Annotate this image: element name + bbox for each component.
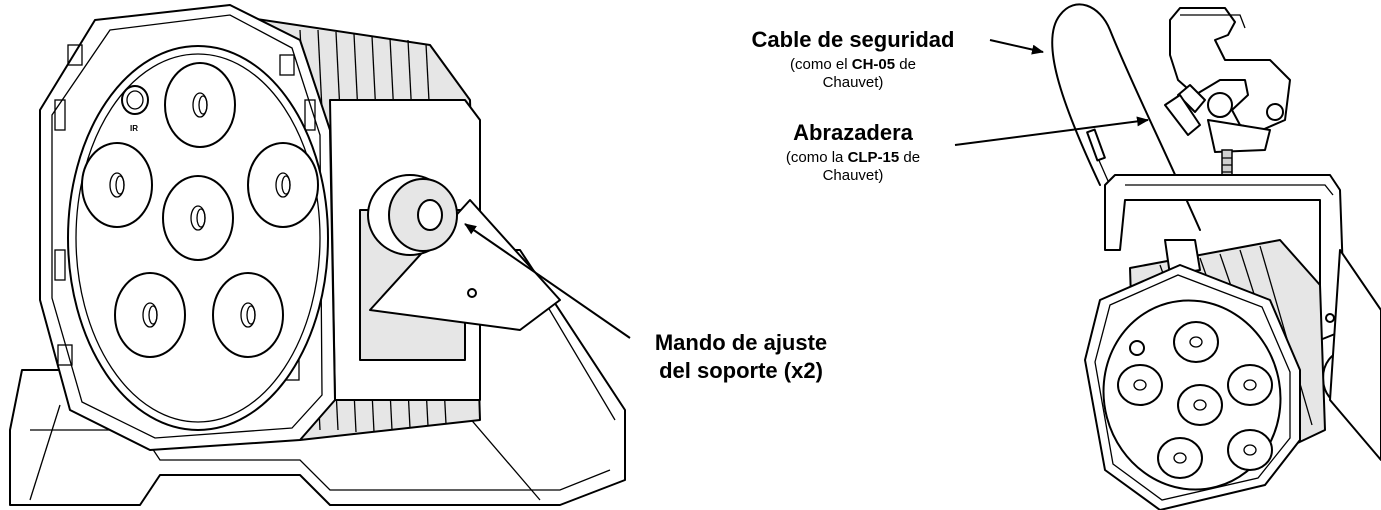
led-lens [162, 175, 234, 261]
left-fixture-illustration: IR [9, 4, 626, 506]
led-lens [114, 272, 186, 358]
led-lens [81, 142, 153, 228]
safety-cable-note-line1: (como el CH-05 de [790, 56, 916, 73]
clamp-note-line2: Chauvet) [823, 167, 884, 184]
safety-cable-arrow [989, 39, 1044, 55]
safety-cable-note-line2: Chauvet) [823, 74, 884, 91]
clamp-hardware [1164, 7, 1291, 181]
led-lens [1157, 437, 1203, 479]
right-fixture-illustration [1051, 3, 1381, 510]
led-lens [247, 142, 319, 228]
left-adjustment-knob [367, 174, 458, 256]
knob-title-line2: del soporte (x2) [659, 358, 823, 383]
led-lens [1173, 321, 1219, 363]
ir-sensor-small [1129, 340, 1145, 356]
led-lens [1227, 364, 1273, 406]
clamp-callout: Abrazadera (como la CLP-15 de Chauvet) [786, 120, 920, 184]
knob-title-line1: Mando de ajuste [655, 330, 827, 355]
clamp-title: Abrazadera [793, 120, 914, 145]
clamp-arrow [954, 116, 1149, 146]
safety-cable-callout: Cable de seguridad (como el CH-05 de Cha… [752, 27, 955, 91]
led-lens [212, 272, 284, 358]
ir-label: IR [130, 124, 138, 133]
clamp-note-line1: (como la CLP-15 de [786, 149, 920, 166]
safety-cable-title: Cable de seguridad [752, 27, 955, 52]
knob-callout: Mando de ajuste del soporte (x2) [655, 330, 827, 383]
ir-sensor: IR [121, 85, 149, 133]
led-lens [1227, 429, 1273, 471]
led-lens [1117, 364, 1163, 406]
led-lens [1177, 384, 1223, 426]
led-lens [164, 62, 236, 148]
knob-arrow [464, 223, 631, 339]
